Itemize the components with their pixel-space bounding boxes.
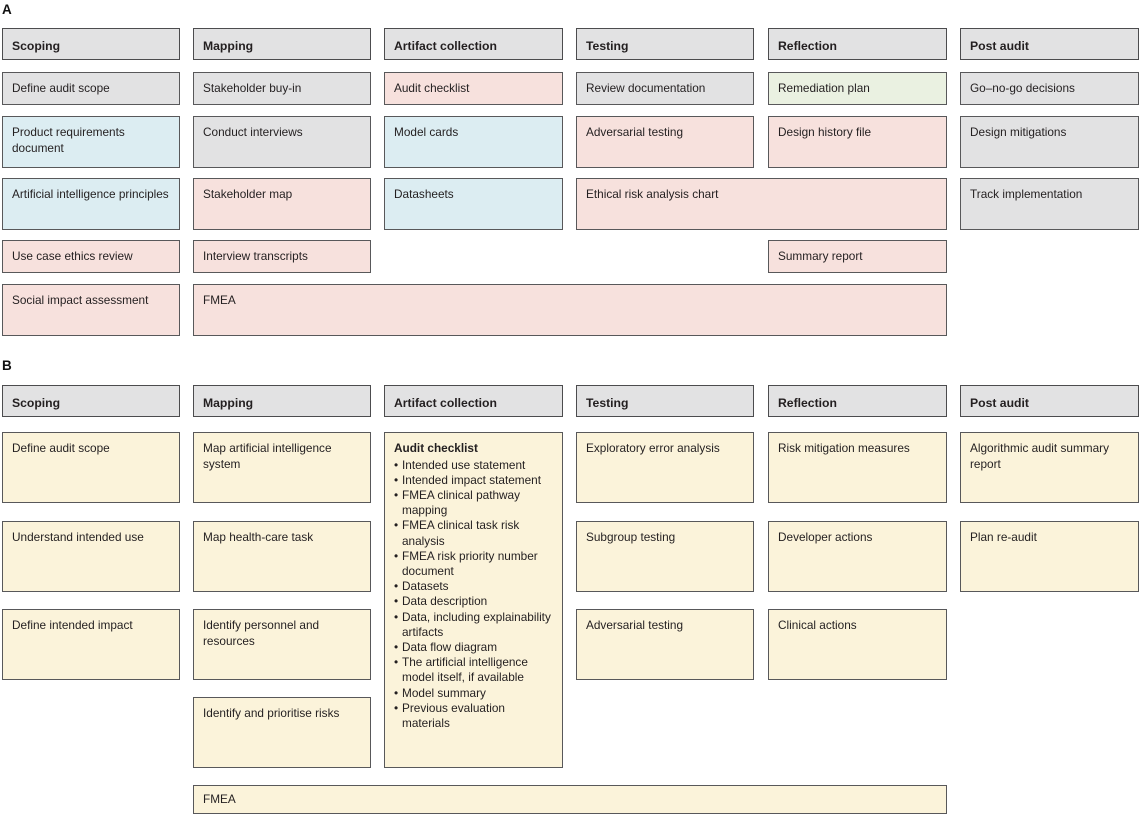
panel-a-header-scoping: Scoping <box>2 28 180 60</box>
panel-b-item-exploratory-error-analysis: Exploratory error analysis <box>576 432 754 503</box>
panel-a-item-review-documentation: Review documentation <box>576 72 754 105</box>
panel-a-item-product-requirements-document: Product requirements document <box>2 116 180 168</box>
panel-a-header-artifact-collection: Artifact collection <box>384 28 563 60</box>
panel-b-letter: B <box>2 358 12 373</box>
panel-a-item-stakeholder-buy-in: Stakeholder buy-in <box>193 72 371 105</box>
audit-checklist-item: Data description <box>394 594 553 609</box>
panel-a-item-audit-checklist: Audit checklist <box>384 72 563 105</box>
audit-checklist-item: FMEA clinical task risk analysis <box>394 518 553 548</box>
audit-checklist-item: Model summary <box>394 686 553 701</box>
audit-checklist-item: Previous evaluation materials <box>394 701 553 731</box>
panel-a-header-testing: Testing <box>576 28 754 60</box>
audit-checklist-item: FMEA clinical pathway mapping <box>394 488 553 518</box>
panel-a-letter: A <box>2 2 12 17</box>
panel-a-item-interview-transcripts: Interview transcripts <box>193 240 371 273</box>
audit-checklist-item: Intended use statement <box>394 458 553 473</box>
panel-a-item-define-audit-scope: Define audit scope <box>2 72 180 105</box>
panel-a-item-stakeholder-map: Stakeholder map <box>193 178 371 230</box>
panel-b-header-scoping: Scoping <box>2 385 180 417</box>
panel-a-item-model-cards: Model cards <box>384 116 563 168</box>
panel-b-item-clinical-actions: Clinical actions <box>768 609 947 680</box>
panel-b-header-artifact-collection: Artifact collection <box>384 385 563 417</box>
panel-a-item-ethical-risk-analysis-chart: Ethical risk analysis chart <box>576 178 947 230</box>
panel-a-item-social-impact-assessment: Social impact assessment <box>2 284 180 336</box>
panel-b-item-define-intended-impact: Define intended impact <box>2 609 180 680</box>
audit-checklist-title: Audit checklist <box>394 441 478 455</box>
panel-b-item-adversarial-testing: Adversarial testing <box>576 609 754 680</box>
panel-b-item-define-audit-scope: Define audit scope <box>2 432 180 503</box>
audit-checklist-item: The artificial intelligence model itself… <box>394 655 553 685</box>
panel-b-item-identify-personnel-and-resources: Identify personnel and resources <box>193 609 371 680</box>
panel-a-item-remediation-plan: Remediation plan <box>768 72 947 105</box>
panel-b-item-map-health-care-task: Map health-care task <box>193 521 371 592</box>
audit-checklist-item: Data flow diagram <box>394 640 553 655</box>
audit-checklist-item: FMEA risk priority number document <box>394 549 553 579</box>
panel-b-header-reflection: Reflection <box>768 385 947 417</box>
panel-a-item-go-no-go-decisions: Go–no-go decisions <box>960 72 1139 105</box>
audit-checklist-item: Intended impact statement <box>394 473 553 488</box>
panel-a-header-mapping: Mapping <box>193 28 371 60</box>
audit-checklist-item: Data, including explainability artifacts <box>394 610 553 640</box>
panel-a-item-design-history-file: Design history file <box>768 116 947 168</box>
panel-b-item-plan-re-audit: Plan re-audit <box>960 521 1139 592</box>
panel-b-header-testing: Testing <box>576 385 754 417</box>
panel-b-item-risk-mitigation-measures: Risk mitigation measures <box>768 432 947 503</box>
panel-b-item-developer-actions: Developer actions <box>768 521 947 592</box>
panel-a-item-use-case-ethics-review: Use case ethics review <box>2 240 180 273</box>
panel-a-item-fmea: FMEA <box>193 284 947 336</box>
panel-b-item-understand-intended-use: Understand intended use <box>2 521 180 592</box>
panel-b-header-post-audit: Post audit <box>960 385 1139 417</box>
panel-b-item-subgroup-testing: Subgroup testing <box>576 521 754 592</box>
panel-a-item-datasheets: Datasheets <box>384 178 563 230</box>
panel-b-item-map-artificial-intelligence-system: Map artificial intelligence system <box>193 432 371 503</box>
panel-a-item-conduct-interviews: Conduct interviews <box>193 116 371 168</box>
panel-a-item-adversarial-testing: Adversarial testing <box>576 116 754 168</box>
panel-a-item-track-implementation: Track implementation <box>960 178 1139 230</box>
panel-b-item-fmea: FMEA <box>193 785 947 814</box>
panel-b-item-algorithmic-audit-summary-report: Algorithmic audit summary report <box>960 432 1139 503</box>
panel-b-item-audit-checklist: Audit checklist Intended use statement I… <box>384 432 563 768</box>
panel-a-item-summary-report: Summary report <box>768 240 947 273</box>
panel-b-item-identify-and-prioritise-risks: Identify and prioritise risks <box>193 697 371 768</box>
panel-a-item-artificial-intelligence-principles: Artificial intelligence principles <box>2 178 180 230</box>
panel-a-item-design-mitigations: Design mitigations <box>960 116 1139 168</box>
audit-checklist-list: Intended use statement Intended impact s… <box>394 458 553 732</box>
panel-b-header-mapping: Mapping <box>193 385 371 417</box>
panel-a-header-post-audit: Post audit <box>960 28 1139 60</box>
audit-checklist-item: Datasets <box>394 579 553 594</box>
panel-a-header-reflection: Reflection <box>768 28 947 60</box>
